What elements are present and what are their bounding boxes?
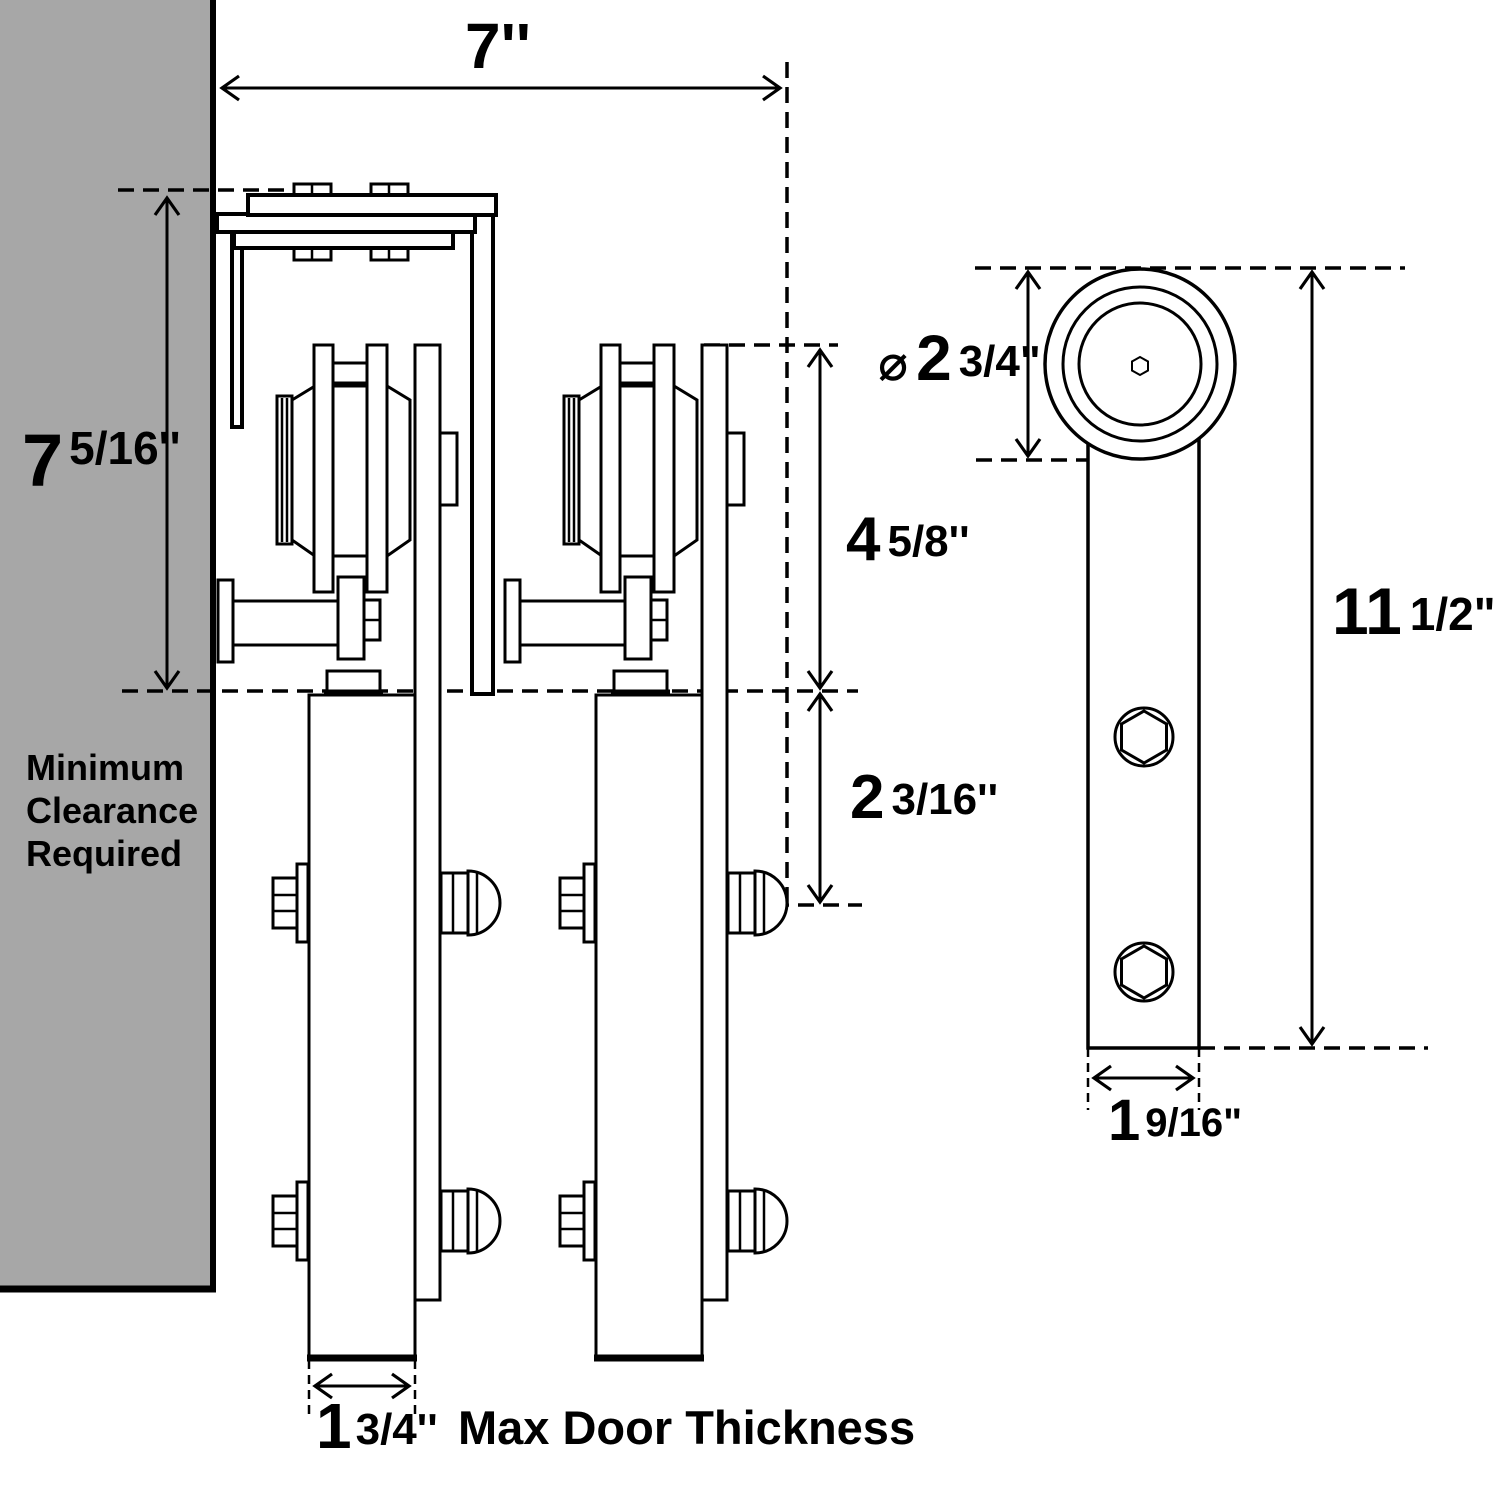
clearance-note: Minimum Clearance Required [26, 747, 198, 874]
bracket-back-plate [470, 194, 495, 696]
rail-bolts-lower [292, 245, 410, 262]
strap-hole-lower [1113, 941, 1175, 1003]
door-near [273, 671, 500, 1358]
svg-text:Minimum: Minimum [26, 747, 184, 788]
door-thickness-note: Max Door Thickness [458, 1401, 915, 1454]
svg-text:Clearance: Clearance [26, 790, 198, 831]
strap-hole-upper [1113, 706, 1175, 768]
wheel-axle-center [1131, 355, 1149, 377]
rail-plate-upper [246, 193, 498, 217]
svg-text:Required: Required [26, 833, 182, 874]
wall [0, 0, 216, 1292]
door-thickness-label: 13/4'' [316, 1390, 438, 1462]
door-far [560, 671, 787, 1358]
bracket-wall-leg [230, 228, 244, 429]
track-depth-label: 7'' [465, 10, 531, 82]
mounting-bracket [215, 182, 498, 696]
